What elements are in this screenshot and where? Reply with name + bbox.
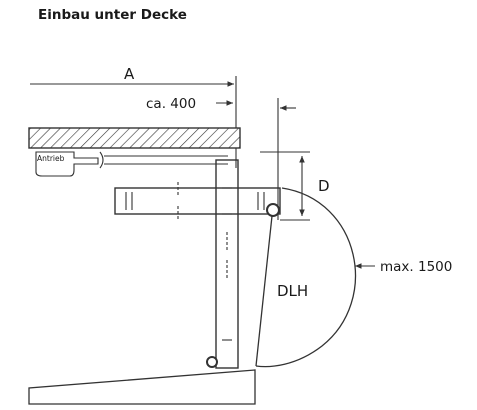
ceiling-slab (28, 127, 241, 149)
dlh-line (255, 215, 273, 367)
label-d: D (318, 177, 330, 195)
door-panel-open (114, 187, 281, 215)
label-max-1500: max. 1500 (380, 259, 452, 275)
label-dlh: DLH (277, 282, 308, 300)
door-panel-closed (215, 159, 239, 369)
drive-unit (35, 151, 99, 177)
drive-rail (99, 151, 228, 169)
label-antrieb: Antrieb (37, 154, 65, 163)
swing-arc (255, 187, 357, 368)
floor (28, 369, 256, 405)
label-a: A (124, 65, 135, 83)
bottom-roller (206, 356, 218, 368)
label-ca-400: ca. 400 (146, 96, 196, 112)
top-roller (266, 203, 280, 217)
diagram-title: Einbau unter Decke (38, 7, 187, 23)
